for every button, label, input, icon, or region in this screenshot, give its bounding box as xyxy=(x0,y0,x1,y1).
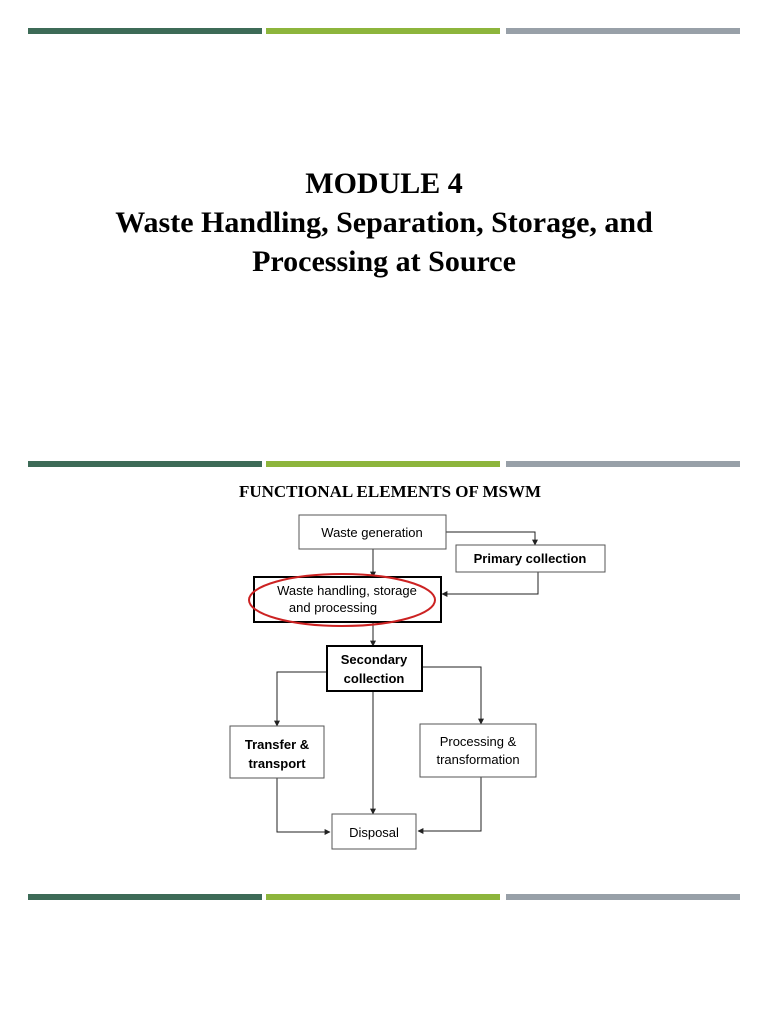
top-divider xyxy=(28,28,740,34)
title-line-1: Waste Handling, Separation, Storage, and xyxy=(115,206,653,239)
divider-segment-dark xyxy=(28,894,262,900)
divider-segment-gray xyxy=(506,461,740,467)
divider-segment-dark xyxy=(28,461,262,467)
edge-secondary-to-transfer xyxy=(274,671,327,727)
title-line-2: Processing at Source xyxy=(252,245,516,278)
node-label-line-1: Transfer & xyxy=(245,737,309,752)
divider-segment-dark xyxy=(28,28,262,34)
node-transfer-transport: Transfer & transport xyxy=(229,725,325,779)
divider-segment-green xyxy=(266,28,500,34)
module-number: MODULE 4 xyxy=(305,167,463,200)
edge-processing-to-disposal xyxy=(417,777,482,834)
divider-segment-gray xyxy=(506,894,740,900)
node-label-line-2: transport xyxy=(248,756,306,771)
node-label: Primary collection xyxy=(474,551,587,566)
node-label-line-1: Processing & xyxy=(440,734,517,749)
node-label-line-2: and processing xyxy=(289,600,377,615)
bottom-divider xyxy=(28,894,740,900)
edge-transfer-to-disposal xyxy=(276,778,331,835)
node-waste-generation: Waste generation xyxy=(298,514,447,550)
edge-secondary-to-processing xyxy=(422,666,484,725)
diagram-edges xyxy=(274,531,539,835)
node-label: Disposal xyxy=(349,825,399,840)
node-label-line-2: collection xyxy=(344,671,405,686)
node-label-line-2: transformation xyxy=(436,752,519,767)
divider-segment-green xyxy=(266,461,500,467)
divider-segment-gray xyxy=(506,28,740,34)
node-label: Waste generation xyxy=(321,525,422,540)
node-processing-transformation: Processing & transformation xyxy=(419,723,537,778)
middle-divider xyxy=(28,461,740,467)
node-waste-handling: Waste handling, storage and processing xyxy=(253,576,442,623)
node-primary-collection: Primary collection xyxy=(455,544,606,573)
highlight-ellipse xyxy=(248,573,436,627)
section-title: FUNCTIONAL ELEMENTS OF MSWM xyxy=(238,482,542,501)
divider-segment-green xyxy=(266,894,500,900)
edge-generation-to-primary xyxy=(446,531,538,546)
node-secondary-collection: Secondary collection xyxy=(326,645,423,692)
node-label-line-1: Waste handling, storage xyxy=(277,583,417,598)
module-title: MODULE 4 Waste Handling, Separation, Sto… xyxy=(0,164,768,281)
edge-primary-to-handling xyxy=(441,572,539,597)
node-disposal: Disposal xyxy=(331,813,417,850)
node-label-line-1: Secondary xyxy=(341,652,408,667)
